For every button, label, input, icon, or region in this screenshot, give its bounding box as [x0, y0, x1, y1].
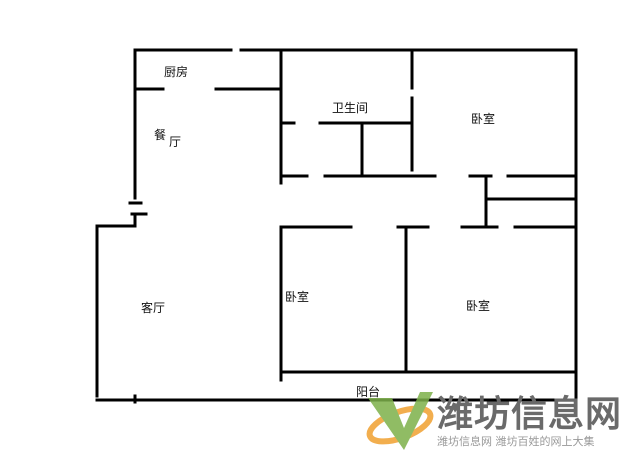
- room-label-bedroom-ne: 卧室: [471, 112, 496, 126]
- room-label-bedroom-se: 卧室: [466, 299, 491, 313]
- room-label-kitchen: 厨房: [164, 65, 189, 79]
- watermark-logo: [366, 392, 434, 450]
- room-label-living: 客厅: [141, 301, 166, 315]
- room-label-bathroom: 卫生间: [332, 101, 369, 115]
- room-label-bedroom-sw: 卧室: [285, 290, 310, 304]
- room-label-dining-1: 餐: [154, 128, 167, 142]
- watermark-title: 潍坊信息网: [437, 394, 623, 435]
- room-label-dining-2: 厅: [169, 135, 182, 149]
- room-label-balcony: 阳台: [356, 385, 381, 399]
- watermark-subtitle: 潍坊信息网 潍坊百姓的网上大集: [437, 435, 595, 448]
- walls: [95, 48, 578, 404]
